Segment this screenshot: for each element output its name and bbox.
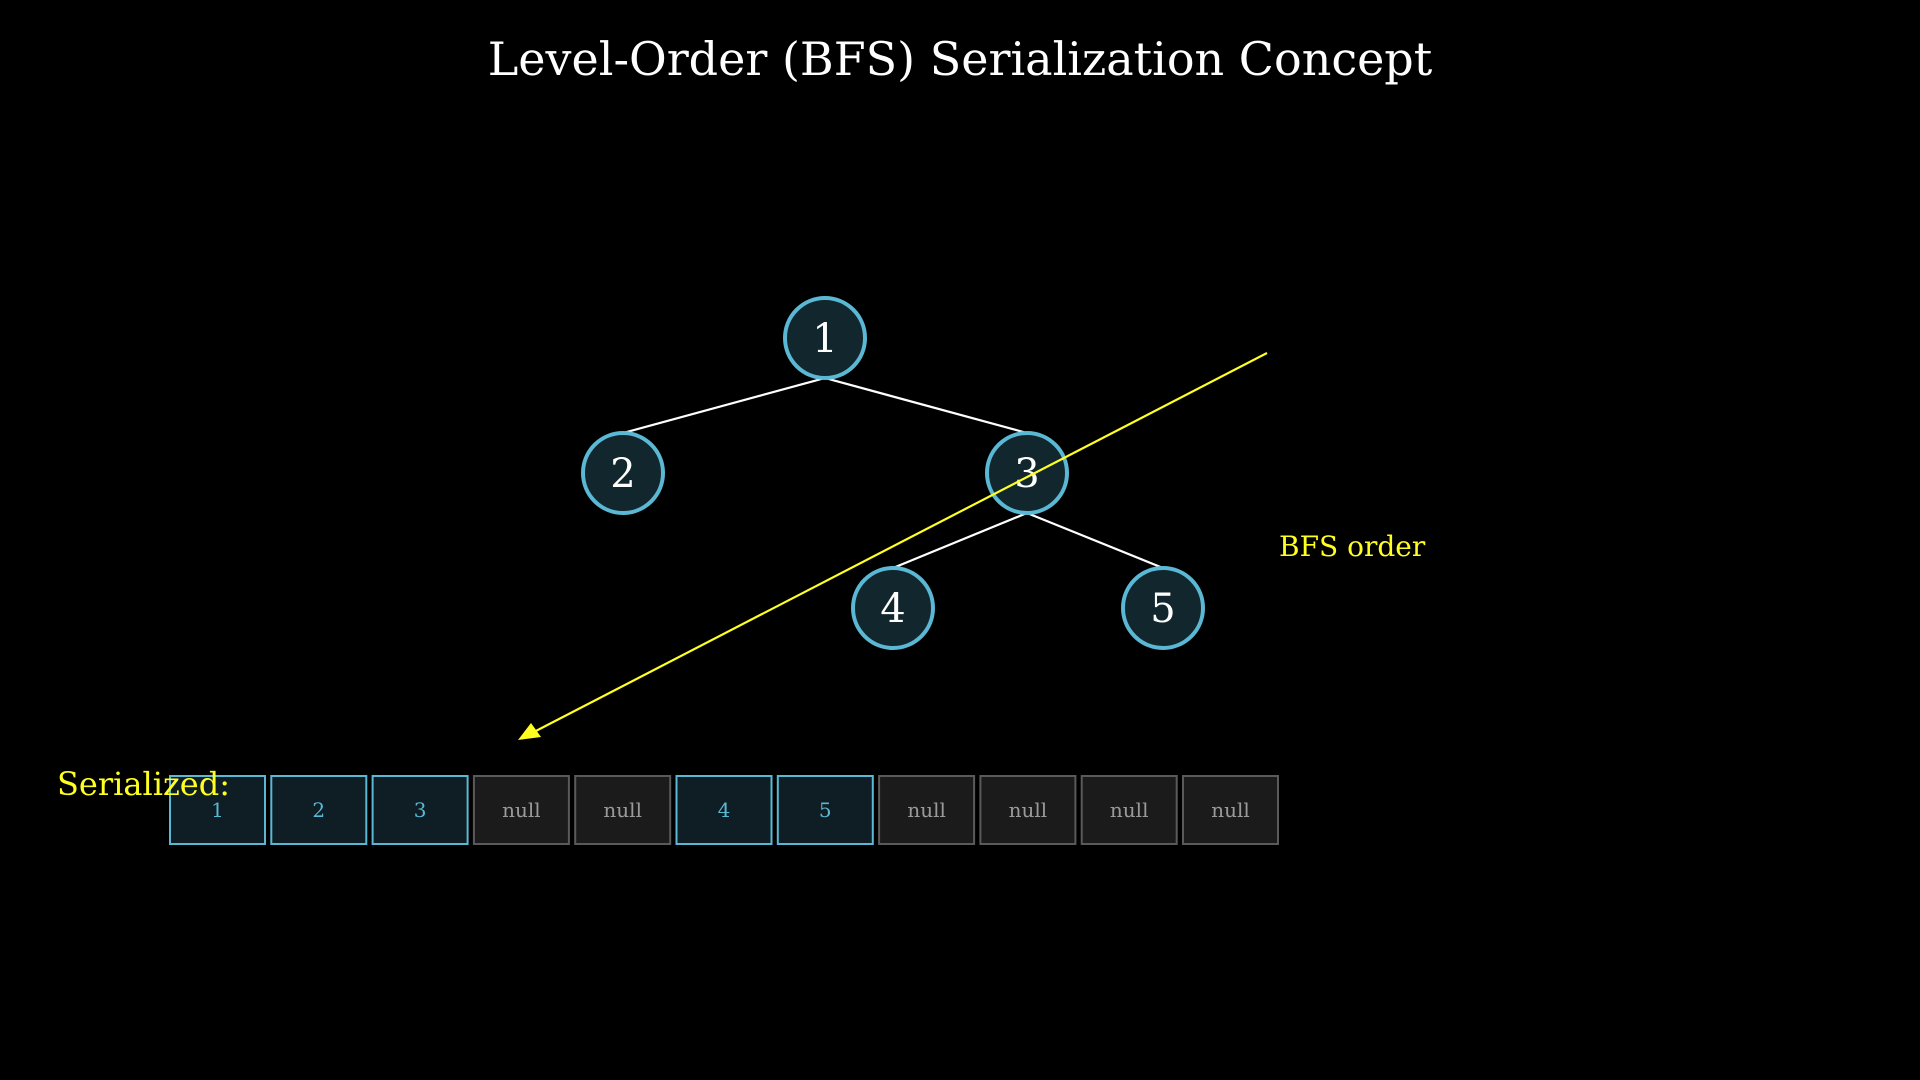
tree-node-label: 3 [1014, 451, 1039, 497]
diagram-title: Level-Order (BFS) Serialization Concept [488, 32, 1433, 86]
bfs-order-label: BFS order [1279, 530, 1426, 563]
serialized-cell-value: null [603, 798, 642, 822]
serialized-cell-box [776, 775, 874, 845]
serialized-cell-box [675, 775, 773, 845]
serialized-cell-value: null [907, 798, 946, 822]
serialized-cell-box [371, 775, 469, 845]
tree-nodes: 1 2 3 4 5 [581, 296, 1205, 650]
serialized-label: Serialized: [57, 765, 230, 803]
tree-edges [622, 376, 1164, 570]
serialized-cell-value: null [502, 798, 541, 822]
tree-node-label: 1 [812, 316, 837, 362]
serialized-cell-value: null [1009, 798, 1048, 822]
serialized-cell-null: null [1182, 775, 1279, 845]
serialized-cell-value: null [1211, 798, 1250, 822]
serialized-cell-4: 4 [675, 775, 773, 845]
serialized-cell-box [979, 775, 1077, 845]
serialized-cell-value: 3 [414, 798, 427, 822]
serialized-cell-5: 5 [776, 775, 874, 845]
serialized-cell-null: null [472, 775, 570, 845]
tree-node-4: 4 [851, 566, 935, 650]
tree-node-circle [783, 296, 867, 380]
serialized-cell-value: 4 [718, 798, 731, 822]
tree-node-5: 5 [1121, 566, 1205, 650]
tree-node-1: 1 [783, 296, 867, 380]
tree-edge-n1-n3 [824, 376, 1028, 435]
tree-node-circle [1121, 566, 1205, 650]
tree-edge-n3-n5 [1026, 511, 1164, 570]
bfs-arrow-head [518, 723, 541, 740]
serialized-array: 1 2 3 null null 4 5 null null null null [169, 775, 1279, 845]
serialized-cell-null: null [979, 775, 1077, 845]
serialized-cell-value: 1 [211, 798, 224, 822]
tree-edge-n3-n4 [892, 511, 1028, 570]
serialized-cell-2: 2 [270, 775, 368, 845]
serialized-cell-null: null [1080, 775, 1178, 845]
serialized-cell-value: 5 [819, 798, 832, 822]
tree-node-label: 5 [1150, 586, 1175, 632]
tree-node-circle [851, 566, 935, 650]
serialized-cell-1: 1 [169, 775, 266, 845]
serialized-cell-box [472, 775, 570, 845]
tree-node-label: 2 [610, 451, 635, 497]
bfs-order-arrow [518, 352, 1268, 740]
serialized-cell-value: 2 [312, 798, 325, 822]
serialized-cell-null: null [878, 775, 976, 845]
serialized-cell-box [270, 775, 368, 845]
serialized-cell-box [878, 775, 976, 845]
serialized-cell-3: 3 [371, 775, 469, 845]
tree-node-label: 4 [880, 586, 905, 632]
tree-node-circle [985, 431, 1069, 515]
tree-node-circle [581, 431, 665, 515]
tree-edge-n1-n2 [622, 376, 826, 435]
serialized-cell-box [169, 775, 266, 845]
serialized-cell-box [574, 775, 672, 845]
bfs-arrow-shaft [529, 352, 1268, 735]
tree-node-3: 3 [985, 431, 1069, 515]
serialized-cell-value: null [1110, 798, 1149, 822]
serialized-cell-box [1080, 775, 1178, 845]
serialized-cell-box [1182, 775, 1279, 845]
tree-node-2: 2 [581, 431, 665, 515]
serialized-cell-null: null [574, 775, 672, 845]
